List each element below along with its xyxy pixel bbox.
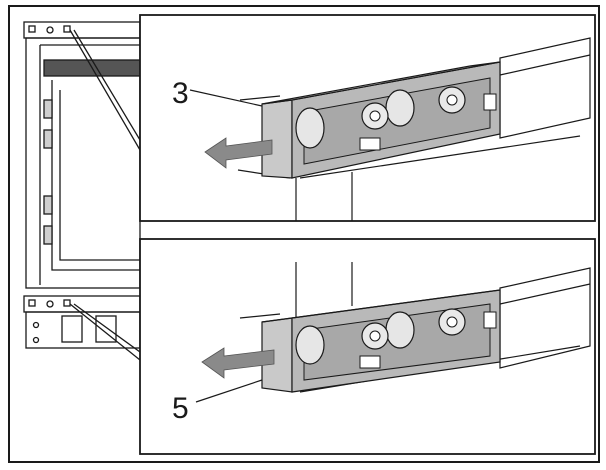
callout-step-5: 5 (172, 392, 189, 425)
rail-hole (63, 299, 71, 307)
zoom-leader (73, 29, 141, 141)
side-pad (43, 225, 53, 245)
base (25, 311, 141, 349)
rail-edge (499, 283, 591, 305)
rail-hole (46, 300, 54, 308)
zoom-leader (69, 29, 141, 151)
base-foot (61, 315, 83, 343)
cabinet-inner (51, 80, 140, 271)
base-foot (95, 315, 117, 343)
rail-hole (46, 26, 54, 34)
rail-hole (28, 299, 36, 307)
base-hole (32, 321, 40, 329)
bracket-tab (483, 311, 497, 329)
frame-line (239, 313, 281, 319)
zoom-leader (69, 303, 141, 361)
bracket-clip (359, 355, 381, 369)
bracket-clip (359, 137, 381, 151)
callout-step-3: 3 (172, 77, 189, 110)
frame-line (299, 135, 581, 179)
screw-icon (438, 308, 466, 336)
screw-icon (361, 322, 389, 350)
side-pad (43, 129, 53, 149)
screw-icon (361, 102, 389, 130)
appliance-overview (23, 21, 141, 361)
rail-hole (28, 25, 36, 33)
zoom-leader (73, 303, 141, 353)
top-rail (23, 21, 141, 39)
frame-line (239, 95, 281, 101)
outer-frame (8, 5, 600, 463)
callout-leader (189, 89, 263, 107)
rail-hole (63, 25, 71, 33)
rail-edge (499, 54, 591, 76)
callout-leader (195, 379, 263, 403)
screw-icon (438, 86, 466, 114)
arrow-left-icon (204, 137, 273, 169)
zoom-panel-top: 3 (139, 14, 596, 222)
zoom-panel-bottom: 5 (139, 238, 596, 455)
bracket-tab (483, 93, 497, 111)
side-pad (43, 195, 53, 215)
cabinet-inner (59, 90, 140, 261)
base-hole (32, 336, 40, 344)
side-pad (43, 99, 53, 119)
arrow-left-icon (201, 347, 275, 379)
